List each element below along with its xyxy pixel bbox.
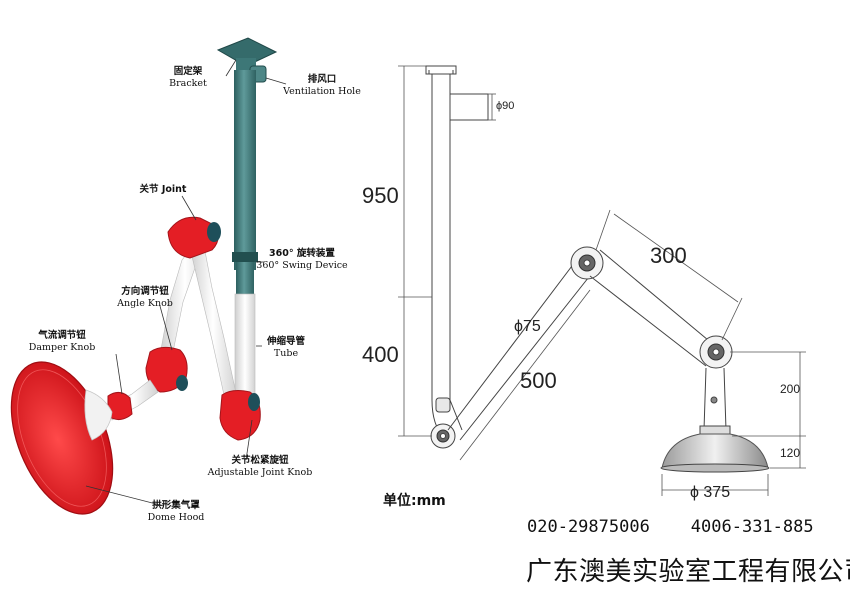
label-leader-lines — [85, 59, 287, 507]
dim-500: 500 — [520, 368, 557, 393]
dim-phi90: ϕ90 — [496, 100, 515, 112]
bracket-label-en: Bracket — [169, 78, 207, 89]
vertical-pipe — [234, 70, 256, 270]
dimension-lines — [398, 65, 806, 496]
tube-label-en: Tube — [273, 348, 299, 359]
dimension-hood — [660, 433, 770, 473]
phone-2: 4006-331-885 — [690, 517, 814, 537]
ventilation-label-zh: 排风口 — [307, 74, 337, 85]
middle-arm-tube — [189, 245, 237, 396]
adjustable-knob-label: 关节松紧旋钮 Adjustable Joint Knob — [204, 455, 316, 479]
damper-knob-label: 气流调节钮 Damper Knob — [22, 330, 102, 354]
dim-200: 200 — [780, 382, 801, 396]
adjustable-knob-label-zh: 关节松紧旋钮 — [231, 455, 289, 466]
ventilation-label: 排风口 Ventilation Hole — [282, 74, 362, 98]
bracket-label-zh: 固定架 — [173, 66, 203, 77]
dome-hood — [10, 361, 114, 515]
swing-label-en: 360° Swing Device — [256, 260, 348, 271]
unit-label: 单位:mm — [383, 493, 446, 509]
phone-numbers: 020-29875006 4006-331-885 — [527, 517, 814, 537]
dimension-drawing — [425, 65, 733, 449]
company-name: 广东澳美实验室工程有限公司 — [526, 557, 850, 587]
dim-120: 120 — [780, 446, 801, 460]
damper-knob-label-zh: 气流调节钮 — [38, 330, 86, 341]
ventilation-label-en: Ventilation Hole — [283, 86, 361, 97]
angle-knob-label-zh: 方向调节钮 — [121, 286, 169, 297]
swing-ring — [232, 252, 258, 262]
dome-hood-label-zh: 拱形集气罩 — [152, 500, 200, 511]
tube-label: 伸缩导管 Tube — [258, 336, 314, 360]
angle-knob-label: 方向调节钮 Angle Knob — [110, 286, 180, 310]
tube-label-zh: 伸缩导管 — [266, 336, 305, 347]
angle-knob-label-en: Angle Knob — [117, 298, 173, 309]
swing-label: 360° 旋转装置 360° Swing Device — [254, 248, 350, 272]
swing-label-zh: 360° 旋转装置 — [269, 248, 335, 259]
angle-knob-joint — [145, 346, 188, 393]
damper-collar — [107, 392, 133, 420]
dome-hood-label-en: Dome Hood — [147, 512, 205, 523]
top-joint — [167, 216, 221, 259]
dim-300: 300 — [650, 243, 687, 268]
adjustable-knob-label-en: Adjustable Joint Knob — [207, 467, 313, 478]
lower-pipe — [236, 262, 254, 294]
phone-1: 020-29875006 — [527, 517, 650, 537]
bracket-label: 固定架 Bracket — [158, 66, 218, 90]
dim-phi375: ϕ 375 — [690, 484, 731, 501]
damper-knob-label-en: Damper Knob — [28, 342, 96, 353]
dome-hood-label: 拱形集气罩 Dome Hood — [140, 500, 212, 524]
dim-400: 400 — [362, 342, 399, 367]
dim-950: 950 — [362, 183, 399, 208]
bottom-joint — [219, 390, 261, 441]
dim-phi75: ϕ75 — [514, 318, 541, 335]
joint-label: 关节 Joint — [128, 184, 198, 196]
right-white-tube — [234, 293, 256, 400]
joint-label-text: 关节 Joint — [139, 184, 187, 195]
